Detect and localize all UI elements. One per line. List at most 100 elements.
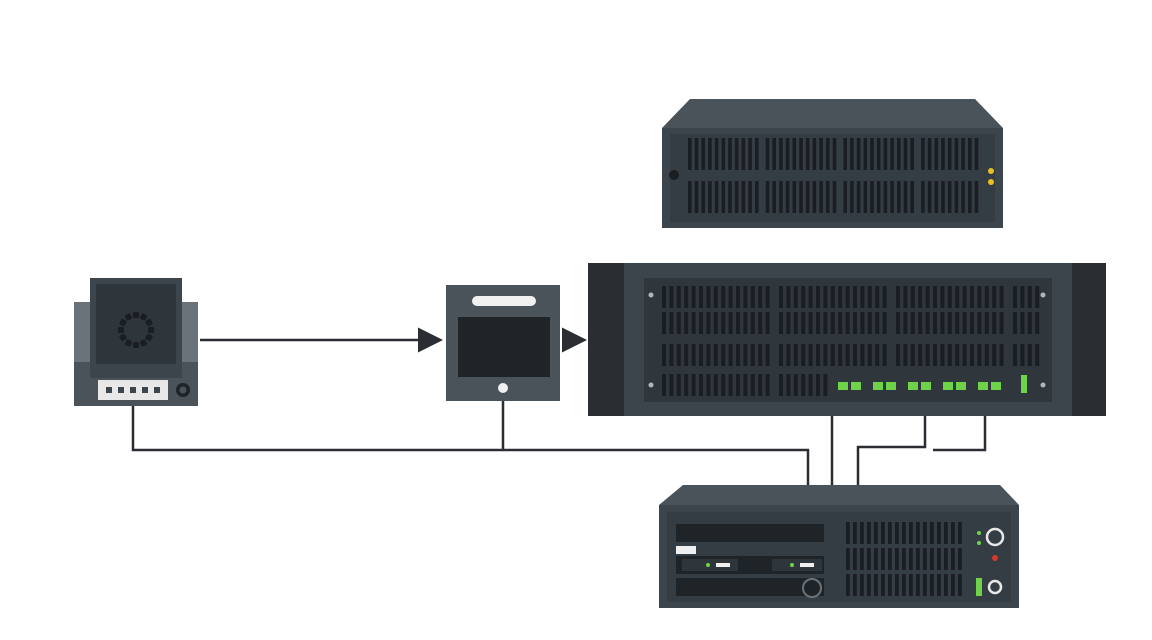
vent-slot: [888, 522, 892, 544]
vent-slot: [743, 312, 748, 334]
vent-slot: [728, 374, 733, 396]
vent-slot: [860, 286, 865, 308]
vent-slot: [923, 548, 927, 570]
rack-server-icon[interactable]: [662, 99, 1003, 228]
vent-slot: [940, 286, 945, 308]
vent-slot: [832, 138, 837, 170]
vent-slot: [1035, 286, 1040, 308]
vent-slot: [699, 312, 703, 334]
vent-slot: [951, 574, 955, 596]
status-led: [991, 382, 1001, 390]
vent-slot: [734, 181, 739, 213]
vent-slot: [895, 574, 899, 596]
vent-slot: [662, 374, 666, 396]
vent-slot: [799, 181, 803, 213]
vent-slot: [816, 374, 820, 396]
vent-slot: [812, 181, 817, 213]
vent-slot: [853, 286, 857, 308]
vent-slot: [954, 138, 959, 170]
vent-slot: [867, 344, 872, 366]
vent-slot: [785, 181, 790, 213]
vent-slot: [728, 181, 732, 213]
vent-slot: [941, 138, 945, 170]
vent-slot: [867, 286, 872, 308]
vent-slot: [909, 522, 913, 544]
server-icon[interactable]: [659, 485, 1019, 608]
camera-device-icon[interactable]: [74, 278, 198, 406]
fan-blade: [145, 318, 153, 327]
vent-slot: [808, 312, 813, 334]
vent-slot: [968, 181, 972, 213]
vent-slot: [721, 286, 726, 308]
vent-slot: [962, 286, 967, 308]
vent-slot: [930, 548, 934, 570]
vent-slot: [903, 344, 908, 366]
vent-slot: [826, 138, 830, 170]
vent-slot: [701, 181, 705, 213]
vent-slot: [970, 344, 974, 366]
vent-slot: [954, 181, 959, 213]
vent-slot: [826, 181, 830, 213]
fan-blade: [119, 333, 127, 342]
status-led: [873, 382, 883, 390]
vent-slot: [977, 312, 982, 334]
vent-slot: [793, 286, 798, 308]
vent-slot: [933, 286, 937, 308]
vent-slot: [968, 138, 972, 170]
vent-slot: [910, 286, 915, 308]
vent-slot: [888, 574, 892, 596]
vent-slot: [765, 181, 770, 213]
vent-slot: [1020, 286, 1025, 308]
vent-slot: [897, 181, 901, 213]
vent-slot: [930, 574, 934, 596]
vent-slot: [897, 138, 901, 170]
vent-slot: [925, 344, 930, 366]
fan-blade: [148, 327, 154, 333]
vent-slot: [875, 312, 880, 334]
indicator-dot: [130, 387, 136, 393]
connection-switch-to-server-b: [856, 416, 927, 485]
vent-slot: [902, 522, 906, 544]
vent-slot: [860, 344, 865, 366]
vent-slot: [838, 344, 843, 366]
network-switch-icon[interactable]: [588, 263, 1106, 416]
vent-slot: [684, 312, 689, 334]
vent-slot: [874, 522, 878, 544]
vent-slot: [736, 344, 740, 366]
vent-slot: [706, 312, 711, 334]
vent-slot: [863, 181, 868, 213]
vent-slot: [779, 344, 783, 366]
vent-slot: [793, 374, 798, 396]
vent-slot: [721, 344, 726, 366]
vent-slot: [890, 181, 894, 213]
vent-slot: [714, 138, 719, 170]
vent-slot: [669, 374, 674, 396]
vent-slot: [1020, 312, 1025, 334]
fan-blade: [133, 312, 139, 318]
vent-slot: [1035, 344, 1040, 366]
vent-slot: [934, 181, 939, 213]
vent-slot: [876, 181, 881, 213]
vent-slot: [955, 344, 960, 366]
vent-slot: [728, 138, 732, 170]
vent-slot: [875, 286, 880, 308]
vent-slot: [925, 312, 930, 334]
vent-slot: [937, 548, 941, 570]
vent-slot: [881, 548, 885, 570]
display-box-icon[interactable]: [446, 285, 560, 401]
vent-slot: [758, 312, 763, 334]
vent-slot: [977, 286, 982, 308]
vent-slot: [750, 374, 755, 396]
vent-slot: [958, 522, 962, 544]
vent-slot: [896, 312, 900, 334]
vent-slot: [870, 181, 874, 213]
vent-slot: [845, 344, 850, 366]
vent-slot: [743, 374, 748, 396]
vent-slot: [933, 312, 937, 334]
fan-blade: [139, 339, 148, 347]
vent-slot: [984, 344, 989, 366]
vent-slot: [838, 286, 843, 308]
status-led: [943, 382, 953, 390]
vent-slot: [933, 344, 937, 366]
